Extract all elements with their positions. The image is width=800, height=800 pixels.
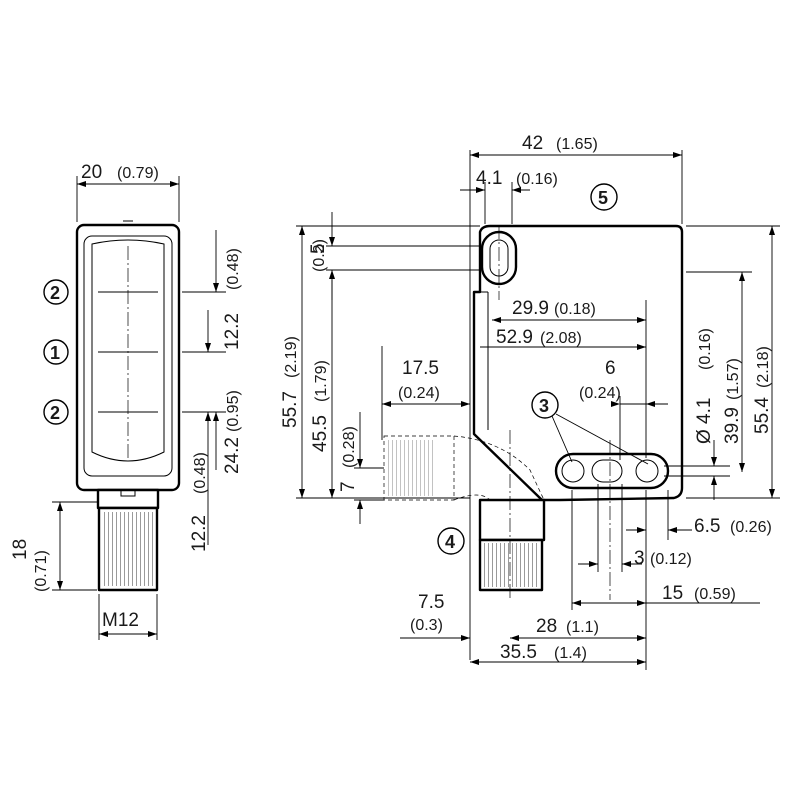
dim-29-9-inch: (0.18) bbox=[554, 301, 596, 318]
callout-3 bbox=[531, 391, 559, 419]
side-connector-thread bbox=[483, 543, 539, 587]
dim-hole-pitch-mm: 3 bbox=[634, 548, 645, 569]
dim-35-5-mm: 35.5 bbox=[500, 642, 537, 663]
dim-hole-diameter-mm: Ø 4.1 bbox=[694, 398, 715, 444]
front-neck bbox=[96, 488, 160, 510]
dim-52-9-inch: (2.08) bbox=[540, 330, 582, 347]
dim-connector-height-mm: 7 bbox=[338, 481, 359, 492]
dim-height-inner-mm: 45.5 bbox=[310, 415, 331, 452]
dim-height-55-4-inch: (2.18) bbox=[755, 346, 772, 388]
dim-height-inner-inch: (1.79) bbox=[313, 360, 330, 402]
dim-15-mm: 15 bbox=[662, 583, 683, 604]
callout-5-label: 5 bbox=[598, 188, 608, 208]
dim-height-55-4-mm: 55.4 bbox=[752, 397, 773, 434]
dim-lens-spacing-inch: (0.95) bbox=[225, 390, 242, 432]
dim-connector-x-inch: (0.3) bbox=[410, 617, 443, 634]
callout-2-lower-label: 2 bbox=[50, 403, 60, 423]
dim-hole-offset-mm: 6.5 bbox=[694, 516, 720, 537]
mounting-hole-1 bbox=[561, 459, 585, 483]
dim-connector-length-mm: 18 bbox=[10, 539, 31, 560]
dim-offset-lower-mm: 12.2 bbox=[189, 515, 210, 552]
dim-hole-spacing-mm: 6 bbox=[605, 358, 616, 379]
dim-slot-offset-inch: (0.2) bbox=[311, 239, 328, 272]
dim-15-inch: (0.59) bbox=[694, 586, 736, 603]
dim-52-9-mm: 52.9 bbox=[496, 327, 533, 348]
front-connector-thread bbox=[102, 512, 154, 586]
dim-overall-width-inch: (1.65) bbox=[556, 136, 598, 153]
callout-4 bbox=[437, 527, 465, 555]
dim-slot-offset-mm: 5 bbox=[308, 243, 329, 254]
callout-2-upper-label: 2 bbox=[50, 283, 60, 303]
callout-4-label: 4 bbox=[445, 532, 455, 552]
dim-connector-offset-inch: (0.24) bbox=[398, 385, 440, 402]
dim-slot-width-mm: 4.1 bbox=[476, 168, 502, 189]
callout-3-label: 3 bbox=[539, 396, 549, 416]
dim-height-39-9-inch: (1.57) bbox=[725, 358, 742, 400]
dim-front-width-mm: 20 bbox=[81, 162, 102, 183]
dim-connector-length-inch: (0.71) bbox=[33, 550, 50, 592]
dim-28-inch: (1.1) bbox=[566, 619, 599, 636]
dim-height-outer-mm: 55.7 bbox=[280, 391, 301, 428]
side-connector-neck bbox=[478, 498, 546, 542]
mounting-hole-3 bbox=[635, 459, 659, 483]
dim-hole-pitch-inch: (0.12) bbox=[650, 551, 692, 568]
dim-35-5-inch: (1.4) bbox=[554, 645, 587, 662]
side-housing bbox=[472, 224, 684, 502]
rotated-connector-thread bbox=[388, 440, 436, 496]
dim-offset-upper-inch: (0.48) bbox=[225, 248, 242, 290]
mounting-bar bbox=[554, 452, 670, 490]
dim-connector-x-mm: 7.5 bbox=[418, 592, 444, 613]
dim-hole-diameter-inch: (0.16) bbox=[697, 328, 714, 370]
dim-front-width-inch: (0.79) bbox=[117, 165, 159, 182]
mounting-hole-2 bbox=[591, 459, 623, 483]
callout-1-label: 1 bbox=[50, 343, 60, 363]
side-view: 42 (1.65) 4.1 (0.16) 5 5 (0.2) 55.7 (2.1… bbox=[280, 133, 780, 670]
callout-2-lower bbox=[43, 399, 69, 425]
dim-thread-label: M12 bbox=[102, 610, 139, 631]
front-lens-frame bbox=[83, 235, 173, 477]
dim-connector-height-inch: (0.28) bbox=[341, 426, 358, 468]
rotated-connector-ghost bbox=[383, 435, 455, 501]
front-lens-window bbox=[91, 239, 165, 462]
dim-slot-width-inch: (0.16) bbox=[516, 171, 558, 188]
callout-2-upper bbox=[43, 279, 69, 305]
dim-lens-spacing-mm: 24.2 bbox=[222, 437, 243, 474]
dim-height-39-9-mm: 39.9 bbox=[722, 407, 743, 444]
dim-28-mm: 28 bbox=[536, 616, 557, 637]
dim-overall-width-mm: 42 bbox=[522, 133, 543, 154]
dim-hole-spacing-inch: (0.24) bbox=[579, 385, 621, 402]
dim-hole-offset-inch: (0.26) bbox=[730, 519, 772, 536]
dim-29-9-mm: 29.9 bbox=[512, 298, 549, 319]
front-neck-slot bbox=[120, 489, 136, 497]
callout-5 bbox=[590, 183, 618, 211]
callout-1 bbox=[43, 339, 69, 365]
front-view: 20 (0.79) 12.2 (0.48) 24.2 (0.95) 12.2 (… bbox=[10, 162, 243, 640]
dim-offset-upper-mm: 12.2 bbox=[222, 313, 243, 350]
dim-offset-lower-inch: (0.48) bbox=[192, 452, 209, 494]
dim-connector-offset-mm: 17.5 bbox=[402, 358, 439, 379]
dim-height-outer-inch: (2.19) bbox=[283, 336, 300, 378]
